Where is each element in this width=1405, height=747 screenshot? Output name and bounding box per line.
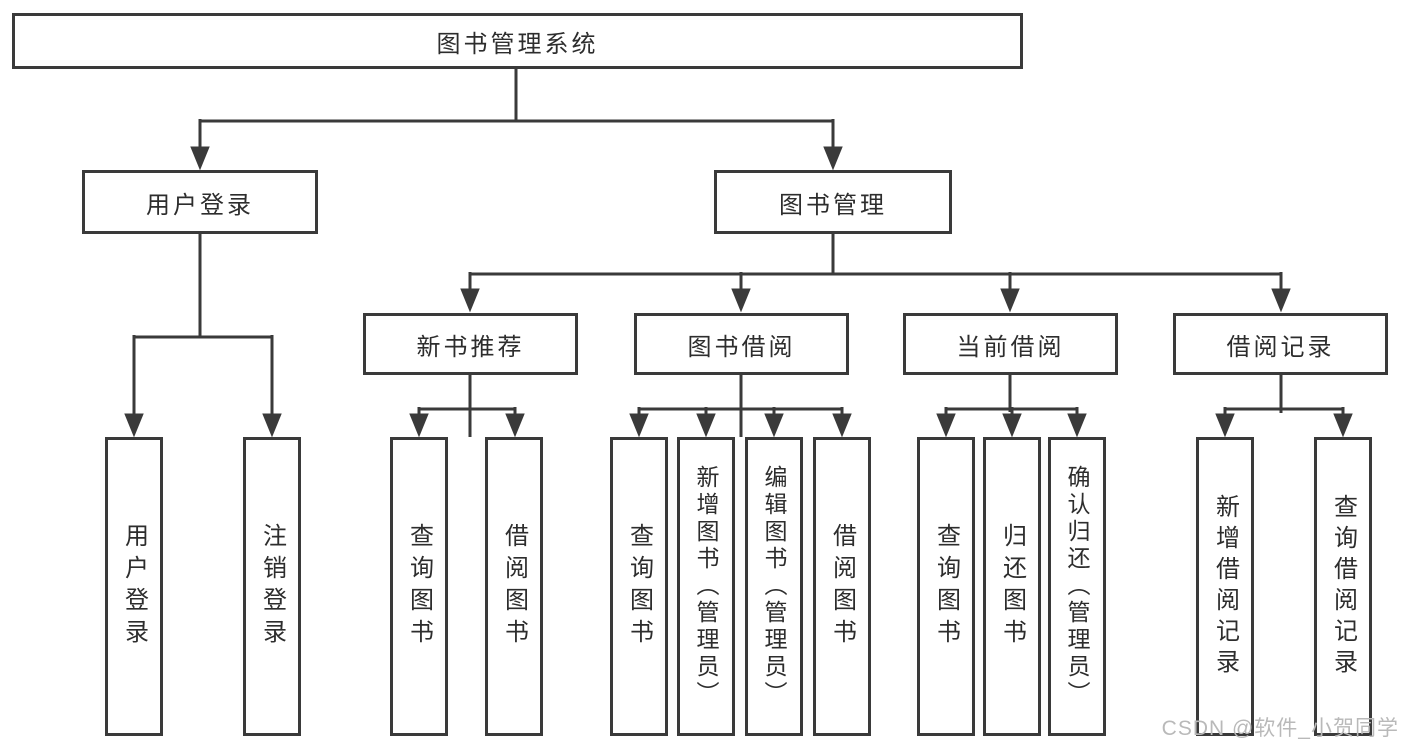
node-root-system-label: 图书管理系统 bbox=[436, 30, 599, 58]
csdn-watermark: CSDN @软件_小贺同学 bbox=[1161, 717, 1399, 740]
leaf-user-login-label: 用户登录 bbox=[120, 522, 148, 651]
node-user-login: 用户登录 bbox=[82, 170, 318, 234]
leaf-add-books-admin-label: 新增图书（管理员） bbox=[693, 465, 719, 708]
node-new-book-recommend-label: 新书推荐 bbox=[416, 333, 525, 361]
leaf-borrow-books-label: 借阅图书 bbox=[828, 522, 856, 651]
node-new-book-recommend: 新书推荐 bbox=[363, 313, 578, 375]
connector-user-login-children bbox=[124, 234, 282, 438]
connector-book-borrow-children bbox=[629, 375, 852, 438]
leaf-query-borrow-record: 查询借阅记录 bbox=[1314, 437, 1372, 736]
node-root-system: 图书管理系统 bbox=[12, 13, 1023, 69]
leaf-query-books-current: 查询图书 bbox=[917, 437, 975, 736]
node-user-login-label: 用户登录 bbox=[146, 191, 254, 219]
leaf-borrow-books-recommend: 借阅图书 bbox=[485, 437, 543, 736]
connector-stroke-group bbox=[124, 69, 1353, 438]
connector-fill-group bbox=[124, 69, 1353, 438]
leaf-query-books-recommend-label: 查询图书 bbox=[405, 522, 433, 651]
connector-current-borrow-children bbox=[936, 375, 1087, 438]
connector-borrow-record-children bbox=[1215, 375, 1353, 438]
leaf-add-books-admin: 新增图书（管理员） bbox=[677, 437, 735, 736]
node-book-borrow: 图书借阅 bbox=[634, 313, 849, 375]
leaf-confirm-return-admin-label: 确认归还（管理员） bbox=[1064, 465, 1090, 708]
leaf-return-books: 归还图书 bbox=[983, 437, 1041, 736]
node-borrow-records: 借阅记录 bbox=[1173, 313, 1388, 375]
connector-root-to-level2 bbox=[190, 69, 843, 171]
node-borrow-records-label: 借阅记录 bbox=[1226, 333, 1335, 361]
leaf-edit-books-admin: 编辑图书（管理员） bbox=[745, 437, 803, 736]
leaf-logout: 注销登录 bbox=[243, 437, 301, 736]
leaf-borrow-books-recommend-label: 借阅图书 bbox=[500, 522, 528, 651]
leaf-borrow-books: 借阅图书 bbox=[813, 437, 871, 736]
leaf-edit-books-admin-label: 编辑图书（管理员） bbox=[761, 465, 787, 708]
leaf-logout-label: 注销登录 bbox=[258, 522, 286, 651]
leaf-return-books-label: 归还图书 bbox=[998, 522, 1026, 651]
node-book-borrow-label: 图书借阅 bbox=[687, 333, 796, 361]
node-book-management-label: 图书管理 bbox=[779, 191, 887, 219]
leaf-add-borrow-record: 新增借阅记录 bbox=[1196, 437, 1254, 736]
leaf-confirm-return-admin: 确认归还（管理员） bbox=[1048, 437, 1106, 736]
leaf-query-books-recommend: 查询图书 bbox=[390, 437, 448, 736]
connector-book-management-to-level3 bbox=[460, 234, 1291, 313]
leaf-add-borrow-record-label: 新增借阅记录 bbox=[1211, 493, 1239, 680]
leaf-query-books-borrow-label: 查询图书 bbox=[625, 522, 653, 651]
node-book-management: 图书管理 bbox=[714, 170, 952, 234]
leaf-query-borrow-record-label: 查询借阅记录 bbox=[1329, 493, 1357, 680]
leaf-query-books-borrow: 查询图书 bbox=[610, 437, 668, 736]
node-current-borrow-label: 当前借阅 bbox=[956, 333, 1065, 361]
connector-new-book-children bbox=[409, 375, 525, 438]
leaf-user-login: 用户登录 bbox=[105, 437, 163, 736]
leaf-query-books-current-label: 查询图书 bbox=[932, 522, 960, 651]
node-current-borrow: 当前借阅 bbox=[903, 313, 1118, 375]
